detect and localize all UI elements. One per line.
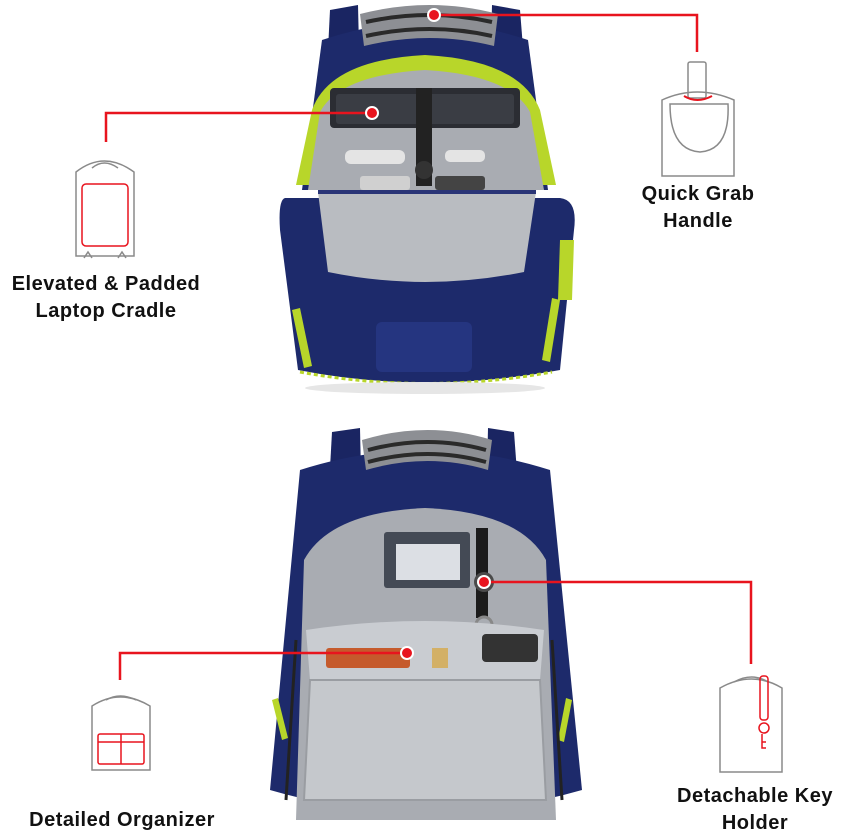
label-line: Detachable Key [677, 785, 833, 807]
key-holder-icon [719, 675, 783, 773]
callout-line-laptop [104, 111, 372, 142]
laptop-cradle-icon [75, 160, 135, 259]
callout-line-key [484, 580, 753, 664]
backpack-open-laptop-view [279, 5, 575, 394]
backpack-organizer-view [270, 428, 582, 820]
label-line: Quick Grab [641, 183, 755, 205]
callout-dot-key [477, 575, 491, 589]
callout-dot-laptop [365, 106, 379, 120]
label-line: Laptop Cradle [35, 300, 177, 322]
callout-dots [365, 8, 491, 660]
label-line: Handle [663, 210, 733, 232]
callout-line-organizer [118, 651, 407, 680]
callout-lines [104, 13, 753, 680]
callout-dot-handle [427, 8, 441, 22]
label-line: Holder [721, 812, 789, 834]
feature-label-detailed-organizer: Detailed Organizer [0, 807, 244, 834]
feature-label-laptop-cradle: Elevated & Padded Laptop Cradle [0, 271, 212, 325]
feature-label-key-holder: Detachable Key Holder [660, 783, 850, 837]
organizer-icon [91, 695, 151, 771]
callout-line-handle [434, 13, 699, 52]
feature-label-quick-grab-handle: Quick Grab Handle [600, 181, 796, 235]
callout-dot-organizer [400, 646, 414, 660]
label-line: Detailed Organizer [29, 809, 215, 831]
grab-handle-icon [661, 61, 735, 177]
label-line: Elevated & Padded [11, 273, 201, 295]
